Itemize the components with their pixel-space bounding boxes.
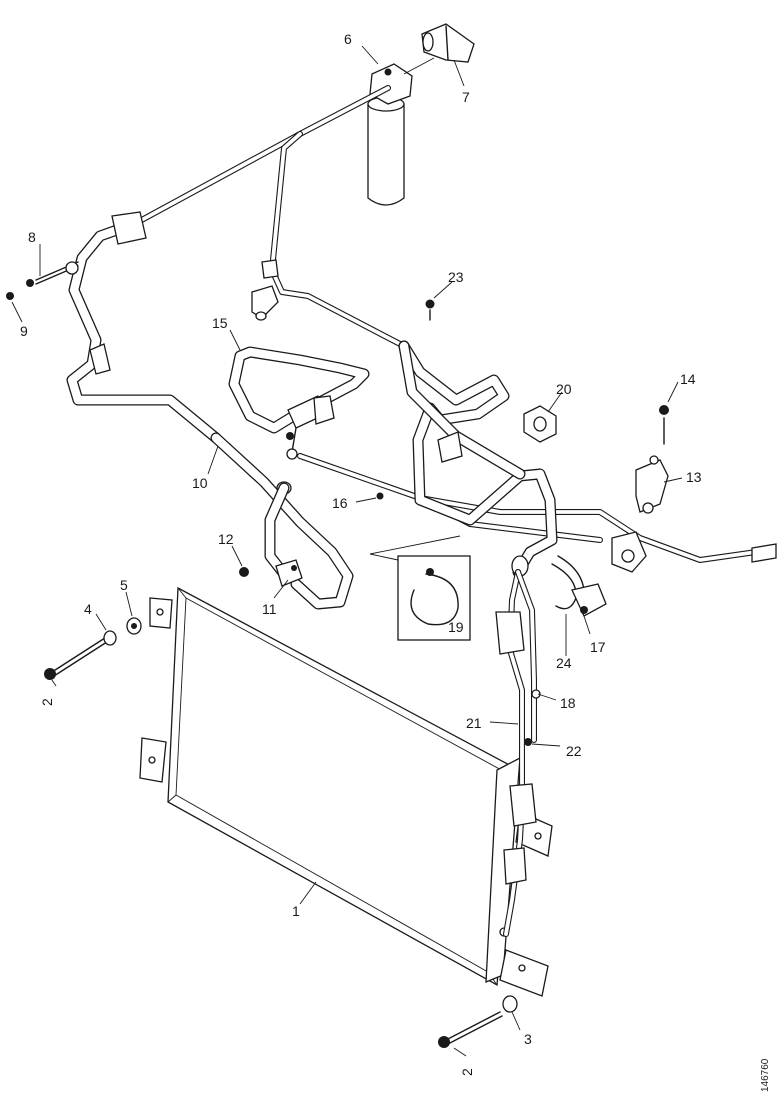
pipe-to-condenser (495, 569, 541, 937)
callout-2-bottom: 2 (459, 1068, 475, 1076)
screw-16 (376, 492, 384, 500)
bracket-17 (571, 583, 607, 617)
callout-1: 1 (292, 903, 300, 919)
bolt-bottom (438, 1011, 503, 1048)
callout-13: 13 (686, 469, 702, 485)
hose-15 (228, 346, 370, 460)
valve-11 (275, 559, 303, 587)
grommet-20 (523, 405, 557, 443)
reference-number: 146760 (760, 1058, 771, 1092)
callout-6: 6 (344, 31, 352, 47)
callout-11: 11 (262, 601, 277, 617)
hose-10 (210, 432, 354, 610)
callout-3: 3 (524, 1031, 532, 1047)
callout-22: 22 (566, 743, 582, 759)
right-hose-assembly (398, 340, 558, 578)
callout-20: 20 (556, 381, 572, 397)
nut-12 (239, 567, 249, 577)
callout-8: 8 (28, 229, 36, 245)
washer-3 (502, 995, 518, 1013)
leader-lines (11, 45, 683, 1057)
callout-12: 12 (218, 531, 234, 547)
screw-23 (425, 299, 435, 321)
callout-23: 23 (448, 269, 464, 285)
callout-24: 24 (556, 655, 572, 671)
left-pipe-with-bracket (6, 211, 222, 444)
callout-16: 16 (332, 495, 348, 511)
callout-9: 9 (20, 323, 28, 339)
callout-2-left: 2 (39, 698, 55, 706)
bolt-left (44, 635, 111, 680)
callout-14: 14 (680, 371, 696, 387)
washer-4 (103, 630, 117, 646)
callout-5: 5 (120, 577, 128, 593)
callout-15: 15 (212, 315, 228, 331)
callout-4: 4 (84, 601, 92, 617)
detail-box-19 (369, 535, 471, 641)
bushing-5 (126, 617, 142, 635)
callout-21: 21 (466, 715, 482, 731)
receiver-drier (367, 23, 475, 206)
callout-18: 18 (560, 695, 576, 711)
upper-refrigerant-line (135, 85, 403, 347)
callout-19: 19 (448, 619, 464, 635)
callout-7: 7 (462, 89, 470, 105)
bracket-13 (635, 455, 669, 514)
callout-17: 17 (590, 639, 606, 655)
callout-labels: 1 2 2 3 4 5 6 7 8 9 10 11 12 13 14 15 16… (20, 31, 702, 1076)
condenser (139, 586, 553, 997)
nut-14 (659, 405, 669, 445)
callout-10: 10 (192, 475, 208, 491)
